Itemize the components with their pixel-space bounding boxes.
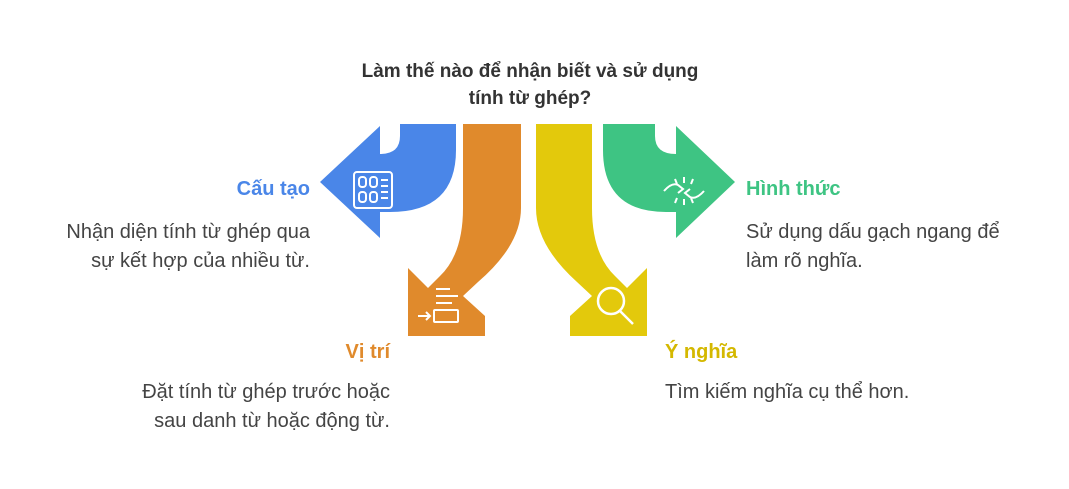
desc-structure-line-1: Nhận diện tính từ ghép qua <box>66 221 310 243</box>
diagram-title: Làm thế nào để nhận biết và sử dụng tính… <box>320 58 740 112</box>
desc-position-line-2: sau danh từ hoặc động từ. <box>154 410 390 432</box>
desc-meaning-line-1: Tìm kiếm nghĩa cụ thể hơn. <box>665 381 910 403</box>
arrow-meaning <box>536 124 647 336</box>
desc-meaning: Tìm kiếm nghĩa cụ thể hơn. <box>665 378 995 407</box>
desc-structure: Nhận diện tính từ ghép qua sự kết hợp củ… <box>20 218 310 276</box>
hyphen-link-icon <box>663 177 705 205</box>
desc-form-line-1: Sử dụng dấu gạch ngang để <box>746 221 1000 243</box>
magnifier-icon <box>596 286 634 325</box>
list-insert-icon <box>418 288 459 323</box>
label-structure: Cấu tạo <box>236 178 310 200</box>
arrow-position <box>408 124 521 336</box>
title-line-2: tính từ ghép? <box>468 88 592 109</box>
label-meaning: Ý nghĩa <box>665 341 738 363</box>
building-icon <box>353 171 393 209</box>
title-line-1: Làm thế nào để nhận biết và sử dụng <box>361 61 699 82</box>
desc-form: Sử dụng dấu gạch ngang để làm rõ nghĩa. <box>746 218 1046 276</box>
label-position: Vị trí <box>345 341 390 363</box>
label-form: Hình thức <box>746 178 841 200</box>
desc-form-line-2: làm rõ nghĩa. <box>746 250 863 272</box>
arrow-form <box>603 124 735 238</box>
desc-position-line-1: Đặt tính từ ghép trước hoặc <box>142 381 390 403</box>
desc-structure-line-2: sự kết hợp của nhiều từ. <box>91 250 310 272</box>
desc-position: Đặt tính từ ghép trước hoặc sau danh từ … <box>80 378 390 436</box>
